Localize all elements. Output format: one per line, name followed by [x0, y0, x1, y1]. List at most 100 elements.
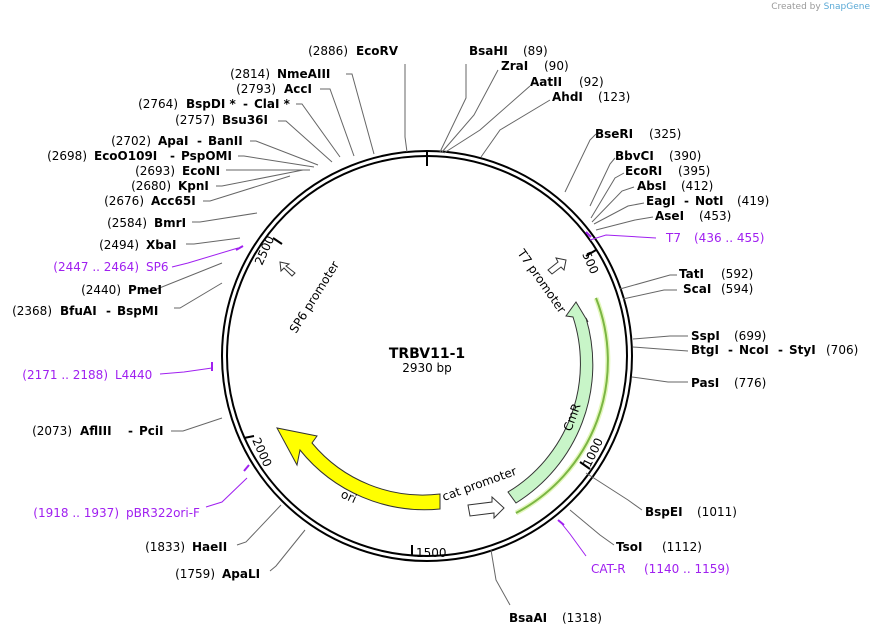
plasmid-length: 2930 bp: [402, 361, 452, 375]
enzyme-ahdi-pos: (123): [598, 90, 630, 104]
enzyme-ahdi[interactable]: AhdI (123): [552, 90, 630, 104]
enzyme-aatii-pos: (92): [579, 75, 604, 89]
enzyme-afliii-pcii[interactable]: (2073) AflIII - PciI: [32, 424, 163, 438]
enzyme-asei-pos: (453): [699, 209, 731, 223]
primer-l4440-name: L4440: [115, 368, 152, 382]
enzyme-tati[interactable]: TatI (592): [679, 267, 753, 281]
enzyme-btgi-pos: (706): [826, 343, 858, 357]
feature-ori[interactable]: ori: [276, 427, 441, 511]
enzyme-kpni-pos: (2680): [131, 179, 171, 193]
enzyme-sep: -: [728, 343, 733, 357]
primer-catr-name: CAT-R: [591, 562, 626, 576]
snapgene-logo-text: SnapGene: [823, 2, 870, 12]
enzyme-bbvci-pos: (390): [669, 149, 701, 163]
primer-mark-pbr: [243, 464, 250, 472]
enzyme-apali[interactable]: (1759) ApaLI: [175, 567, 260, 581]
enzyme-eagi-name: EagI: [646, 194, 675, 208]
enzyme-sspi[interactable]: SspI (699): [691, 329, 766, 343]
enzyme-bbvci[interactable]: BbvCI (390): [615, 149, 701, 163]
ori-label: ori: [339, 487, 359, 506]
enzyme-eagi-noti[interactable]: EagI - NotI (419): [646, 194, 769, 208]
enzyme-tati-pos: (592): [721, 267, 753, 281]
enzyme-pasi[interactable]: PasI (776): [691, 376, 766, 390]
enzyme-sep: -: [170, 149, 175, 163]
enzyme-ecoo109i-pspomi[interactable]: (2698) EcoO109I - PspOMI: [47, 149, 232, 163]
enzyme-btgi-name: BtgI: [691, 343, 719, 357]
enzyme-econi[interactable]: (2693) EcoNI: [135, 164, 220, 178]
feature-cat-promoter[interactable]: cat promoter: [440, 464, 519, 520]
leader-lines: [144, 64, 689, 606]
enzyme-econi-name: EcoNI: [182, 164, 220, 178]
enzyme-bsu36i-name: Bsu36I: [222, 113, 268, 127]
enzyme-bfuai-bspmi[interactable]: (2368) BfuAI - BspMI: [12, 304, 158, 318]
enzyme-ecorv[interactable]: (2886) EcoRV: [308, 44, 399, 58]
enzyme-sep: -: [128, 424, 133, 438]
primer-catr[interactable]: CAT-R (1140 .. 1159): [591, 562, 730, 576]
enzyme-ecorv-pos: (2886): [308, 44, 348, 58]
enzyme-haeii-pos: (1833): [145, 540, 185, 554]
enzyme-tsoi-name: TsoI: [616, 540, 642, 554]
enzyme-bmri[interactable]: (2584) BmrI: [107, 216, 186, 230]
enzyme-bseri[interactable]: BseRI (325): [595, 127, 681, 141]
primer-sp6[interactable]: (2447 .. 2464) SP6: [53, 260, 168, 274]
enzyme-bfuai-pos: (2368): [12, 304, 52, 318]
credit-badge: Created by SnapGene: [771, 2, 870, 12]
primer-mark-t7: [585, 231, 592, 238]
enzyme-apai-pos: (2702): [111, 134, 151, 148]
enzyme-apai-name: ApaI: [158, 134, 188, 148]
feature-cmr[interactable]: CmR: [507, 297, 611, 516]
enzyme-acci-name: AccI: [284, 82, 312, 96]
primer-sp6-range: (2447 .. 2464): [53, 260, 139, 274]
enzyme-bsahi[interactable]: BsaHI (89): [469, 44, 548, 58]
enzyme-haeii[interactable]: (1833) HaeII: [145, 540, 227, 554]
enzyme-bsaai[interactable]: BsaAI (1318): [509, 611, 602, 625]
enzyme-zrai-pos: (90): [544, 59, 569, 73]
enzyme-apai-banii[interactable]: (2702) ApaI - BanII: [111, 134, 243, 148]
enzyme-tsoi[interactable]: TsoI (1112): [616, 540, 702, 554]
enzyme-asei[interactable]: AseI (453): [655, 209, 731, 223]
enzyme-aatii[interactable]: AatII (92): [530, 75, 604, 89]
primer-pbr-range: (1918 .. 1937): [33, 506, 119, 520]
enzyme-pmei[interactable]: (2440) PmeI: [81, 283, 162, 297]
enzyme-ecorv-name: EcoRV: [356, 44, 399, 58]
enzyme-zrai[interactable]: ZraI (90): [501, 59, 569, 73]
cat-promoter-arrow: [467, 495, 505, 520]
primer-t7-name: T7: [665, 231, 681, 245]
enzyme-nmeaiii[interactable]: (2814) NmeAIII: [230, 67, 330, 81]
enzyme-banii-name: BanII: [208, 134, 243, 148]
tick-label-2500: 2500: [252, 234, 277, 268]
primer-pbr322ori-f[interactable]: (1918 .. 1937) pBR322ori-F: [33, 506, 200, 520]
enzyme-bspei[interactable]: BspEI (1011): [645, 505, 737, 519]
enzyme-scai-name: ScaI: [683, 282, 711, 296]
enzyme-scai[interactable]: ScaI (594): [683, 282, 753, 296]
primer-t7[interactable]: T7 (436 .. 455): [665, 231, 764, 245]
feature-t7-promoter[interactable]: T7 promoter: [514, 246, 569, 316]
tick-label-1500: 1500: [416, 546, 447, 560]
enzyme-bspdi-clai[interactable]: (2764) BspDI * - ClaI *: [138, 97, 291, 111]
primer-sp6-name: SP6: [146, 260, 169, 274]
enzyme-bsu36i[interactable]: (2757) Bsu36I: [175, 113, 268, 127]
enzyme-sspi-pos: (699): [734, 329, 766, 343]
enzyme-xbai-name: XbaI: [146, 238, 176, 252]
enzyme-kpni-name: KpnI: [178, 179, 209, 193]
enzyme-xbai[interactable]: (2494) XbaI: [99, 238, 176, 252]
ori-arrow: [276, 427, 441, 511]
primer-catr-range: (1140 .. 1159): [644, 562, 730, 576]
enzyme-zrai-name: ZraI: [501, 59, 528, 73]
cmr-strand-glow: [514, 297, 611, 516]
feature-sp6-promoter[interactable]: SP6 promoter: [279, 259, 342, 336]
enzyme-btgi-ncoi-styi[interactable]: BtgI - NcoI - StyI (706): [691, 343, 858, 357]
enzyme-acci-pos: (2793): [236, 82, 276, 96]
enzyme-bmri-pos: (2584): [107, 216, 147, 230]
t7-promoter-arrow: [547, 257, 567, 275]
enzyme-kpni[interactable]: (2680) KpnI: [131, 179, 209, 193]
enzyme-ncoi-name: NcoI: [739, 343, 769, 357]
enzyme-acc65i[interactable]: (2676) Acc65I: [104, 194, 196, 208]
enzyme-acci[interactable]: (2793) AccI: [236, 82, 312, 96]
enzyme-apali-name: ApaLI: [222, 567, 260, 581]
enzyme-absi[interactable]: AbsI (412): [637, 179, 713, 193]
primer-l4440[interactable]: (2171 .. 2188) L4440: [22, 368, 152, 382]
enzyme-ecori[interactable]: EcoRI (395): [625, 164, 710, 178]
enzyme-sep: -: [243, 97, 248, 111]
primer-t7-range: (436 .. 455): [694, 231, 764, 245]
